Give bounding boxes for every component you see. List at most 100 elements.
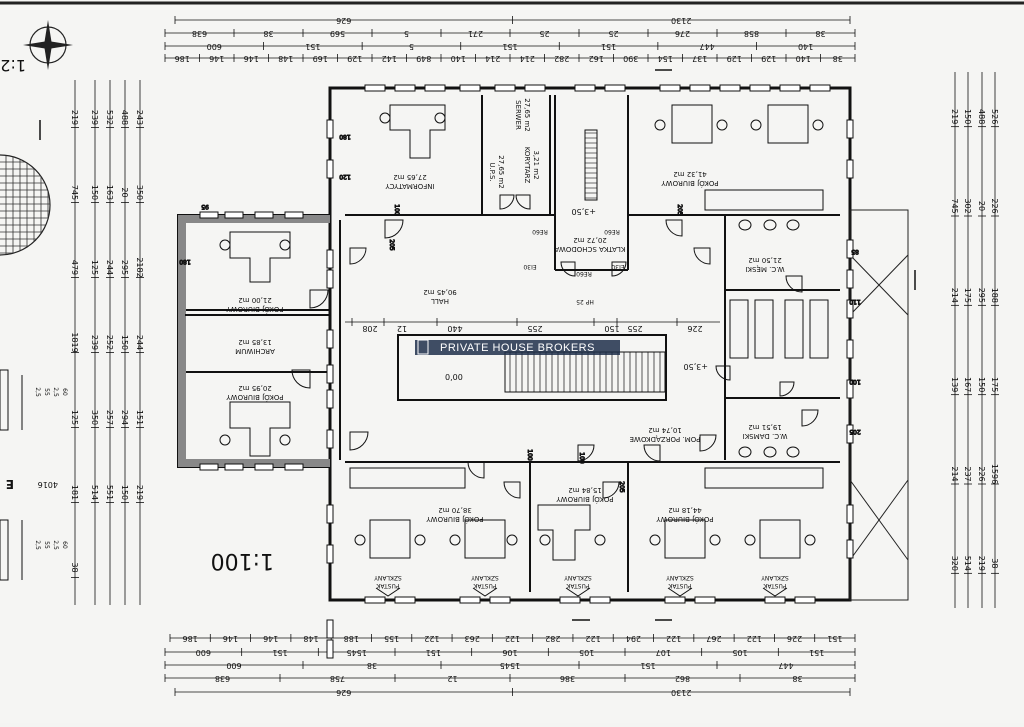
right-dim-11: 188: [990, 288, 999, 303]
plan-scale: 1:100: [211, 548, 274, 573]
room-name-klatka: KLATKA SCHODOWA: [554, 245, 625, 253]
chairs: [219, 112, 824, 546]
room-area-archiwum: 13,85 m2: [238, 338, 272, 346]
hall-dim-2: 440: [447, 324, 462, 333]
door-label-5: 205: [618, 481, 625, 493]
bot-dim-r2-6: 107: [656, 648, 671, 657]
room-name-ups: U.P.S.: [488, 162, 496, 181]
room-name-korytarz: KORYTARZ: [523, 147, 531, 184]
stairwell-flight: [584, 129, 598, 201]
side-small-b-3: 60: [61, 541, 68, 549]
side-small-a-3: 60: [61, 388, 68, 396]
room-area-pokoj-biurowy-s: 15,84 m2: [568, 486, 602, 494]
window-dim-0: 180: [339, 133, 351, 140]
bot-dim-r2-5: 105: [579, 648, 594, 657]
wall-label-szklany-4: SZKLANY: [761, 574, 789, 581]
side-small-a-1: 55: [43, 388, 50, 396]
top-dim-r4-8: 140: [451, 54, 466, 63]
inner-walls: [185, 95, 840, 592]
bot-dim-r5-1: 2130: [671, 688, 691, 697]
bot-dim-r1-5: 155: [384, 634, 399, 643]
room-area-pom-porzadkowe: 10,74 m2: [648, 426, 682, 434]
left-dim-15: 1819: [70, 332, 79, 352]
right-dim-23: 38: [990, 558, 999, 568]
bot-dim-r1-4: 188: [344, 634, 359, 643]
bot-dim-r2-2: 1545: [346, 648, 366, 657]
right-dim-6: 20: [977, 201, 986, 211]
bot-dim-r1-15: 226: [787, 634, 802, 643]
right-dim-10: 295: [977, 288, 986, 303]
room-name-pokoj-biurowy-s: POKÓJ BIUROWY: [556, 495, 614, 504]
window-dim-6: 100: [849, 378, 861, 385]
watermark-text: PRIVATE HOUSE BROKERS: [440, 342, 595, 354]
bot-dim-r1-6: 122: [424, 634, 439, 643]
wall-label-szklany-2: SZKLANY: [564, 574, 592, 581]
right-dim-20: 320: [950, 556, 959, 571]
stair-label-0: RE60: [532, 228, 548, 235]
room-name-wc-damski: W.C. DAMSKI: [743, 432, 788, 440]
top-dim-r4-16: 129: [727, 54, 742, 63]
right-dim-13: 167: [963, 377, 972, 392]
bot-dim-r4-3: 386: [560, 674, 575, 683]
bot-dim-r5-0: 626: [336, 688, 351, 697]
room-area-pokoj-biurowy-se: 44,18 m2: [668, 506, 702, 514]
right-dim-5: 302: [963, 198, 972, 213]
side-small-a-2: 2,5: [52, 387, 59, 397]
door-swings: [291, 194, 819, 499]
bot-dim-r4-2: 12: [447, 674, 457, 683]
room-name-serwer: SERWER: [514, 100, 522, 130]
left-dim-11: 125: [90, 260, 99, 275]
hall-dim-6: 226: [687, 324, 702, 333]
right-dim-14: 150: [977, 377, 986, 392]
room-name-pom-porzadkowe: POM. PORZĄDKOWE: [630, 435, 701, 443]
stair-label-1: EI30: [523, 263, 536, 270]
stair-label-2: EI30: [611, 263, 624, 270]
right-dim-22: 219: [977, 556, 986, 571]
left-dim-0: 219: [70, 110, 79, 125]
top-dim-r4-13: 390: [623, 54, 638, 63]
top-dim-r4-12: 162: [589, 54, 604, 63]
left-dim-9: 350: [135, 185, 144, 200]
bot-dim-r1-7: 263: [465, 634, 480, 643]
top-dim-r4-14: 154: [658, 54, 673, 63]
stair-label-3: RE60: [604, 228, 620, 235]
top-dim-r2-7: 276: [675, 29, 690, 38]
wall-label-szklany-1: SZKLANY: [471, 574, 499, 581]
left-dim-7: 163: [105, 185, 114, 200]
top-dim-r1-0: 626: [336, 16, 351, 25]
side-small-b-2: 2,5: [52, 540, 59, 550]
right-dim-16: 214: [950, 466, 959, 481]
right-dim-9: 175: [963, 288, 972, 303]
bot-dim-r1-13: 267: [706, 634, 721, 643]
left-dim-8: 20: [120, 187, 129, 197]
right-dim-8: 214: [950, 288, 959, 303]
right-dim-12: 139: [950, 377, 959, 392]
top-dim-r4-11: 282: [554, 54, 569, 63]
top-dim-r4-6: 142: [382, 54, 397, 63]
wall-labels: PUSTAKSZKLANYPUSTAKSZKLANYPUSTAKSZKLANYP…: [374, 574, 789, 597]
watermark: PRIVATE HOUSE BROKERS: [417, 339, 595, 355]
top-dim-r4-5: 129: [347, 54, 362, 63]
left-dim-5: 745: [70, 185, 79, 200]
bot-dim-r1-9: 282: [545, 634, 560, 643]
top-dim-r3-6: 140: [798, 42, 813, 51]
room-name-wc-meski: W.C. MĘSKI: [745, 265, 784, 273]
top-dim-r3-0: 600: [207, 42, 222, 51]
bot-dim-r2-0: 600: [196, 648, 211, 657]
side-details: [0, 369, 23, 581]
top-dim-r4-3: 148: [278, 54, 293, 63]
room-area-serwer: 27,65 m2: [523, 98, 531, 132]
left-dim-12: 244: [105, 260, 114, 275]
elev-center: 0,00: [445, 373, 463, 382]
bot-dim-r2-1: 151: [272, 648, 287, 657]
wall-label-szklany-3: SZKLANY: [666, 574, 694, 581]
top-dim-r3-2: 5: [409, 42, 414, 51]
left-dim-24: 151: [135, 410, 144, 425]
bot-dim-r4-4: 862: [675, 674, 690, 683]
